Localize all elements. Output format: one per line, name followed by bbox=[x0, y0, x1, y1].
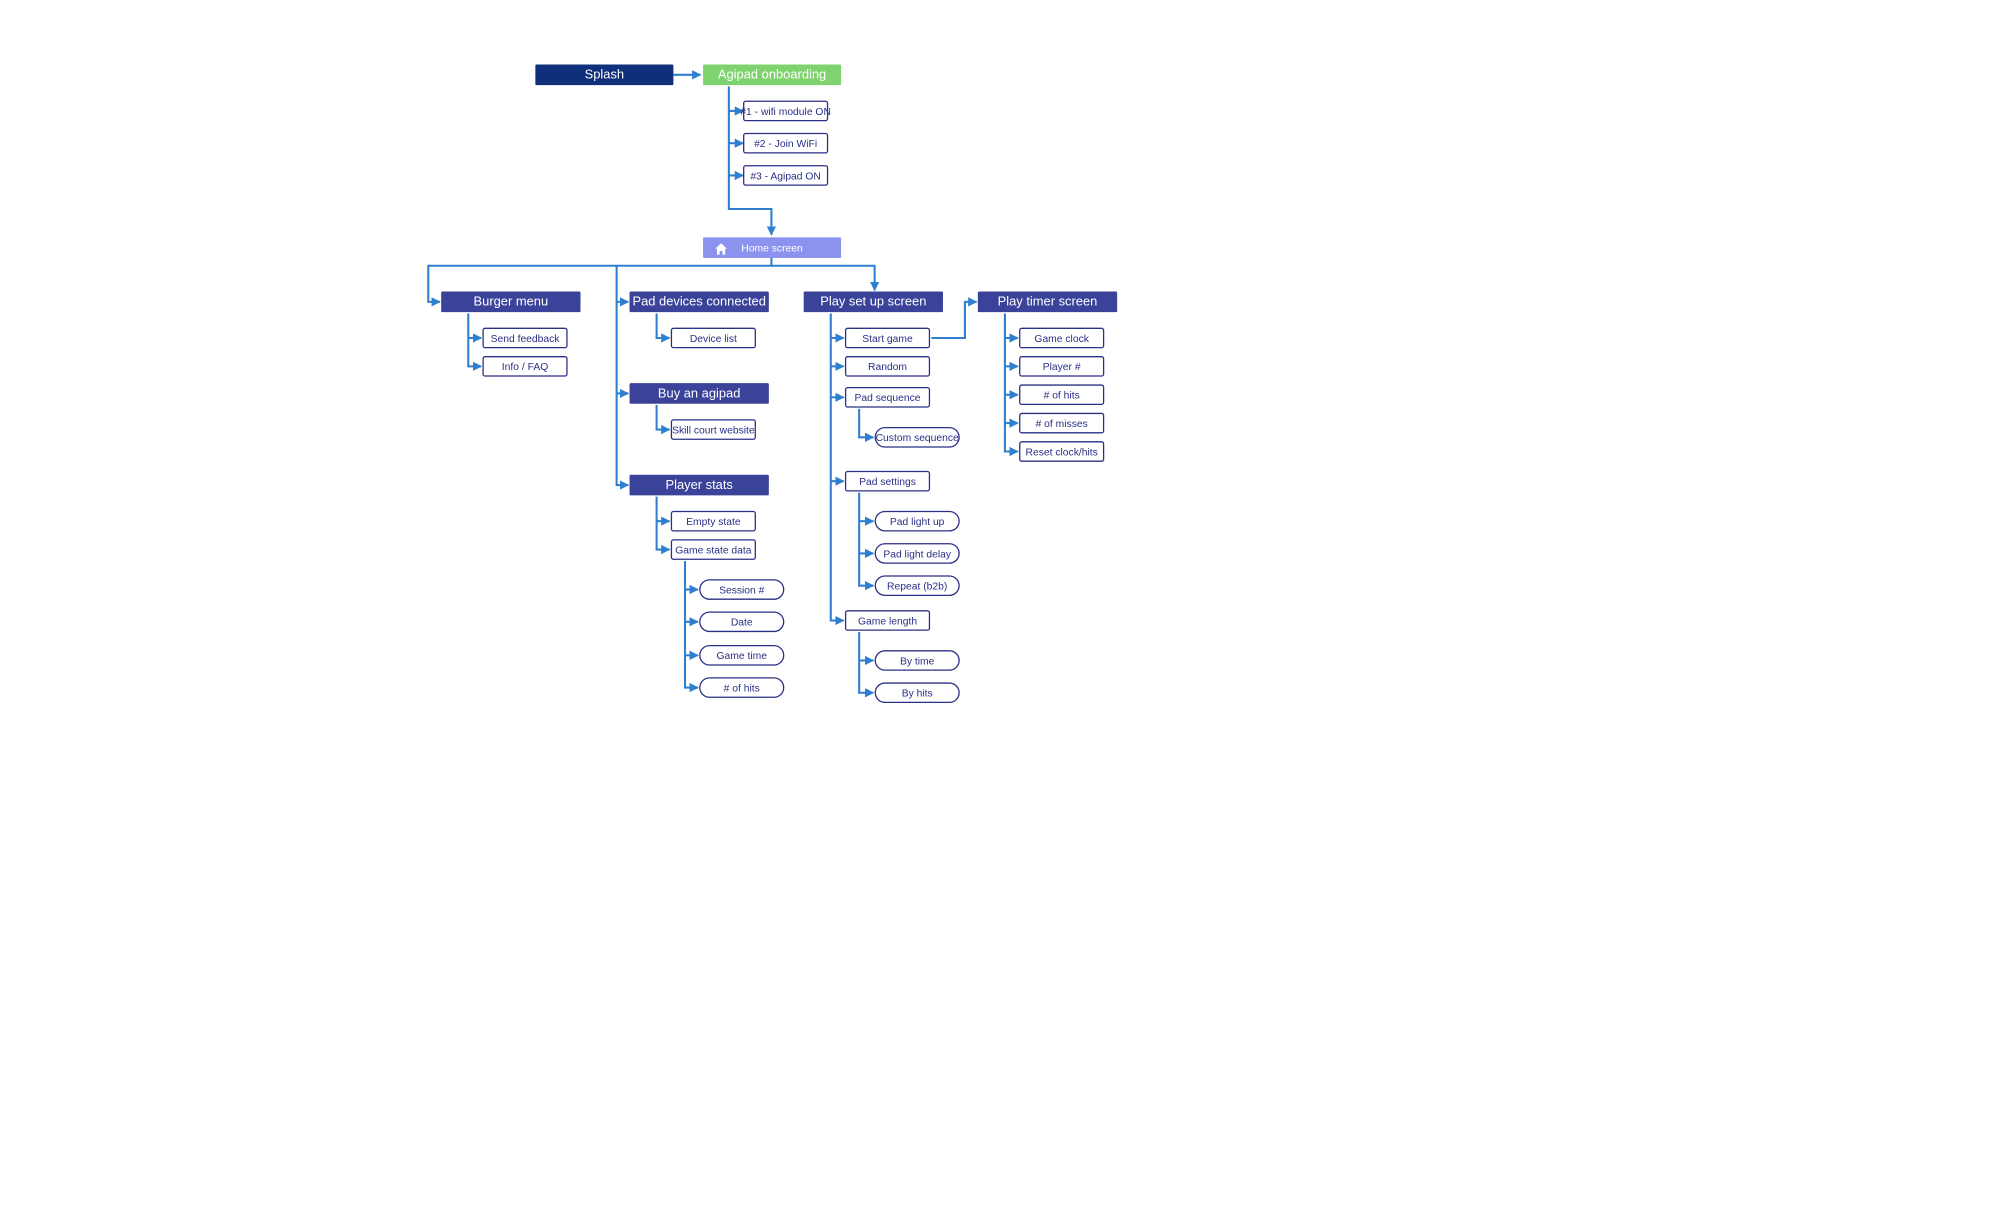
link-burger-info bbox=[467, 313, 483, 372]
pad-settings-node: Pad settings bbox=[844, 470, 931, 492]
pad-settings-label: Pad settings bbox=[859, 475, 916, 487]
timer-hits-node: # of hits bbox=[1019, 384, 1105, 406]
random-label: Random bbox=[868, 360, 908, 373]
game-clock-label: Game clock bbox=[1034, 332, 1089, 344]
buy-agipad-node: Buy an agipad bbox=[629, 383, 769, 404]
pad-light-up-label: Pad light up bbox=[889, 515, 945, 527]
play-setup-label: Play set up screen bbox=[820, 294, 927, 309]
game-clock-node: Game clock bbox=[1019, 327, 1105, 349]
splash-label: Splash bbox=[584, 67, 625, 82]
timer-misses-node: # of misses bbox=[1019, 412, 1105, 434]
home-icon bbox=[715, 243, 728, 255]
pad-sequence-label: Pad sequence bbox=[854, 391, 921, 404]
stats-hits-label: # of hits bbox=[723, 681, 760, 694]
random-node: Random bbox=[844, 356, 931, 377]
session-label: Session # bbox=[719, 583, 765, 596]
splash-node: Splash bbox=[535, 64, 674, 86]
play-timer-node: Play timer screen bbox=[977, 291, 1118, 313]
step2-label: #2 - Join WiFi bbox=[754, 137, 818, 149]
link-home-burger bbox=[427, 257, 773, 307]
link-onboarding-home bbox=[727, 86, 777, 236]
empty-state-label: Empty state bbox=[686, 515, 741, 527]
link-home-buy bbox=[615, 301, 630, 399]
pad-sequence-node: Pad sequence bbox=[844, 387, 931, 408]
timer-misses-label: # of misses bbox=[1035, 417, 1088, 429]
stats-hits-node: # of hits bbox=[699, 677, 785, 698]
buy-agipad-label: Buy an agipad bbox=[657, 386, 741, 401]
repeat-node: Repeat (b2b) bbox=[874, 575, 960, 596]
game-length-node: Game length bbox=[844, 610, 931, 631]
by-time-label: By time bbox=[899, 654, 935, 667]
pad-light-up-node: Pad light up bbox=[874, 510, 960, 532]
pad-light-delay-label: Pad light delay bbox=[883, 547, 952, 560]
player-stats-label: Player stats bbox=[665, 477, 733, 493]
player-stats-node: Player stats bbox=[629, 474, 769, 496]
burger-menu-label: Burger menu bbox=[473, 294, 549, 309]
onboarding-node: Agipad onboarding bbox=[703, 64, 842, 86]
step2-node: #2 - Join WiFi bbox=[743, 132, 829, 154]
custom-sequence-node: Custom sequence bbox=[874, 426, 960, 448]
date-label: Date bbox=[730, 615, 753, 628]
date-node: Date bbox=[699, 611, 785, 633]
link-custom-sequence bbox=[858, 408, 875, 442]
link-home-pad-devices bbox=[615, 265, 630, 307]
game-state-data-label: Game state data bbox=[675, 543, 752, 556]
skill-court-node: Skill court website bbox=[670, 419, 756, 440]
player-number-label: Player # bbox=[1042, 360, 1081, 373]
play-timer-label: Play timer screen bbox=[997, 294, 1098, 309]
by-time-node: By time bbox=[874, 650, 960, 671]
session-node: Session # bbox=[699, 579, 785, 600]
pad-light-delay-node: Pad light delay bbox=[874, 543, 960, 564]
by-hits-node: By hits bbox=[874, 682, 960, 704]
game-state-data-node: Game state data bbox=[670, 539, 756, 560]
start-game-label: Start game bbox=[862, 332, 913, 344]
link-game-length bbox=[829, 313, 845, 626]
game-time-node: Game time bbox=[699, 645, 785, 666]
onboarding-label: Agipad onboarding bbox=[717, 67, 827, 82]
repeat-label: Repeat (b2b) bbox=[887, 579, 948, 592]
link-start-play-timer bbox=[931, 297, 978, 340]
game-time-label: Game time bbox=[716, 649, 767, 662]
start-game-node: Start game bbox=[844, 327, 931, 349]
link-stats-hits bbox=[683, 561, 699, 693]
link-by-hits bbox=[858, 632, 875, 698]
step3-node: #3 - Agipad ON bbox=[743, 165, 829, 186]
info-faq-node: Info / FAQ bbox=[482, 356, 568, 377]
link-device-list bbox=[655, 313, 671, 343]
step1-label: #1 - wifi module ON bbox=[740, 105, 831, 117]
device-list-node: Device list bbox=[670, 327, 756, 349]
skill-court-label: Skill court website bbox=[672, 423, 755, 436]
timer-hits-label: # of hits bbox=[1043, 388, 1080, 401]
custom-sequence-label: Custom sequence bbox=[875, 431, 959, 444]
by-hits-label: By hits bbox=[901, 686, 933, 699]
play-setup-node: Play set up screen bbox=[803, 291, 943, 313]
step1-node: #1 - wifi module ON bbox=[740, 100, 831, 122]
info-faq-label: Info / FAQ bbox=[501, 360, 549, 373]
burger-menu-node: Burger menu bbox=[441, 291, 581, 313]
pad-devices-label: Pad devices connected bbox=[632, 294, 766, 309]
player-number-node: Player # bbox=[1019, 356, 1105, 377]
game-length-label: Game length bbox=[857, 614, 918, 627]
reset-label: Reset clock/hits bbox=[1025, 445, 1098, 458]
step3-label: #3 - Agipad ON bbox=[750, 169, 821, 182]
pad-devices-node: Pad devices connected bbox=[629, 291, 769, 313]
send-feedback-label: Send feedback bbox=[490, 332, 560, 344]
link-home-play-setup bbox=[771, 264, 880, 292]
empty-state-node: Empty state bbox=[670, 510, 756, 532]
home-screen-label: Home screen bbox=[741, 241, 803, 254]
link-repeat bbox=[858, 492, 875, 591]
device-list-label: Device list bbox=[689, 332, 737, 344]
reset-node: Reset clock/hits bbox=[1019, 441, 1105, 462]
link-home-player-stats bbox=[615, 393, 630, 490]
link-game-state-data bbox=[655, 496, 671, 555]
link-skill-court bbox=[655, 405, 671, 435]
link-reset bbox=[1003, 313, 1019, 457]
send-feedback-node: Send feedback bbox=[482, 327, 568, 349]
home-screen-node: Home screen bbox=[703, 237, 842, 258]
